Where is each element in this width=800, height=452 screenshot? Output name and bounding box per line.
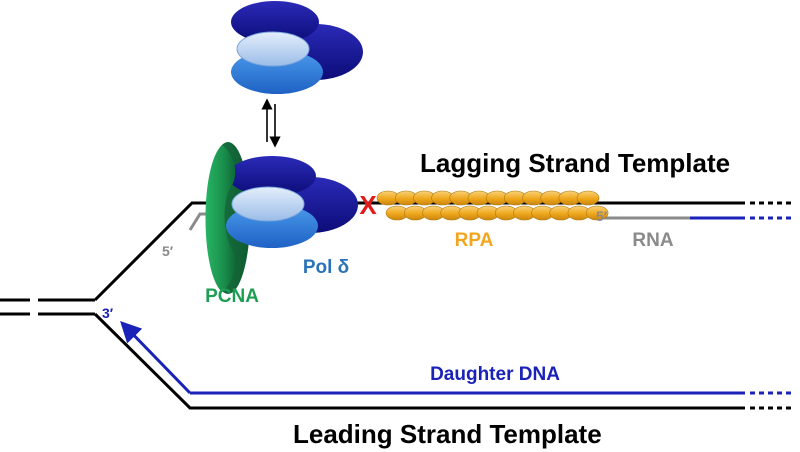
binding-equilibrium-arrows [261, 98, 281, 148]
rpa-protein-coat [376, 190, 609, 221]
rpa-subunit [576, 190, 600, 206]
pol-delta-bound [226, 156, 358, 248]
leading-template-label: Leading Strand Template [293, 419, 602, 449]
pol-delta-label: Pol δ [303, 257, 349, 278]
pol-delta-free [231, 1, 363, 94]
rpa-label: RPA [455, 230, 494, 251]
rpa-subunit [585, 205, 609, 221]
daughter-dna-label: Daughter DNA [430, 364, 560, 385]
lagging-template-label: Lagging Strand Template [420, 148, 730, 178]
leading-strand-template [93, 312, 795, 410]
rna-label: RNA [632, 230, 673, 251]
daughter-dna-strand [120, 320, 795, 395]
pcna-label: PCNA [205, 286, 259, 307]
three-prime-label: 3′ [102, 305, 114, 321]
five-prime-primer-label: 5′ [162, 243, 174, 259]
block-mark: X [359, 190, 377, 220]
pcna-ring-front [205, 145, 236, 292]
lagging-strand-template [93, 201, 795, 302]
parental-duplex [0, 298, 95, 316]
five-prime-rna-label: 5′ [596, 208, 608, 224]
